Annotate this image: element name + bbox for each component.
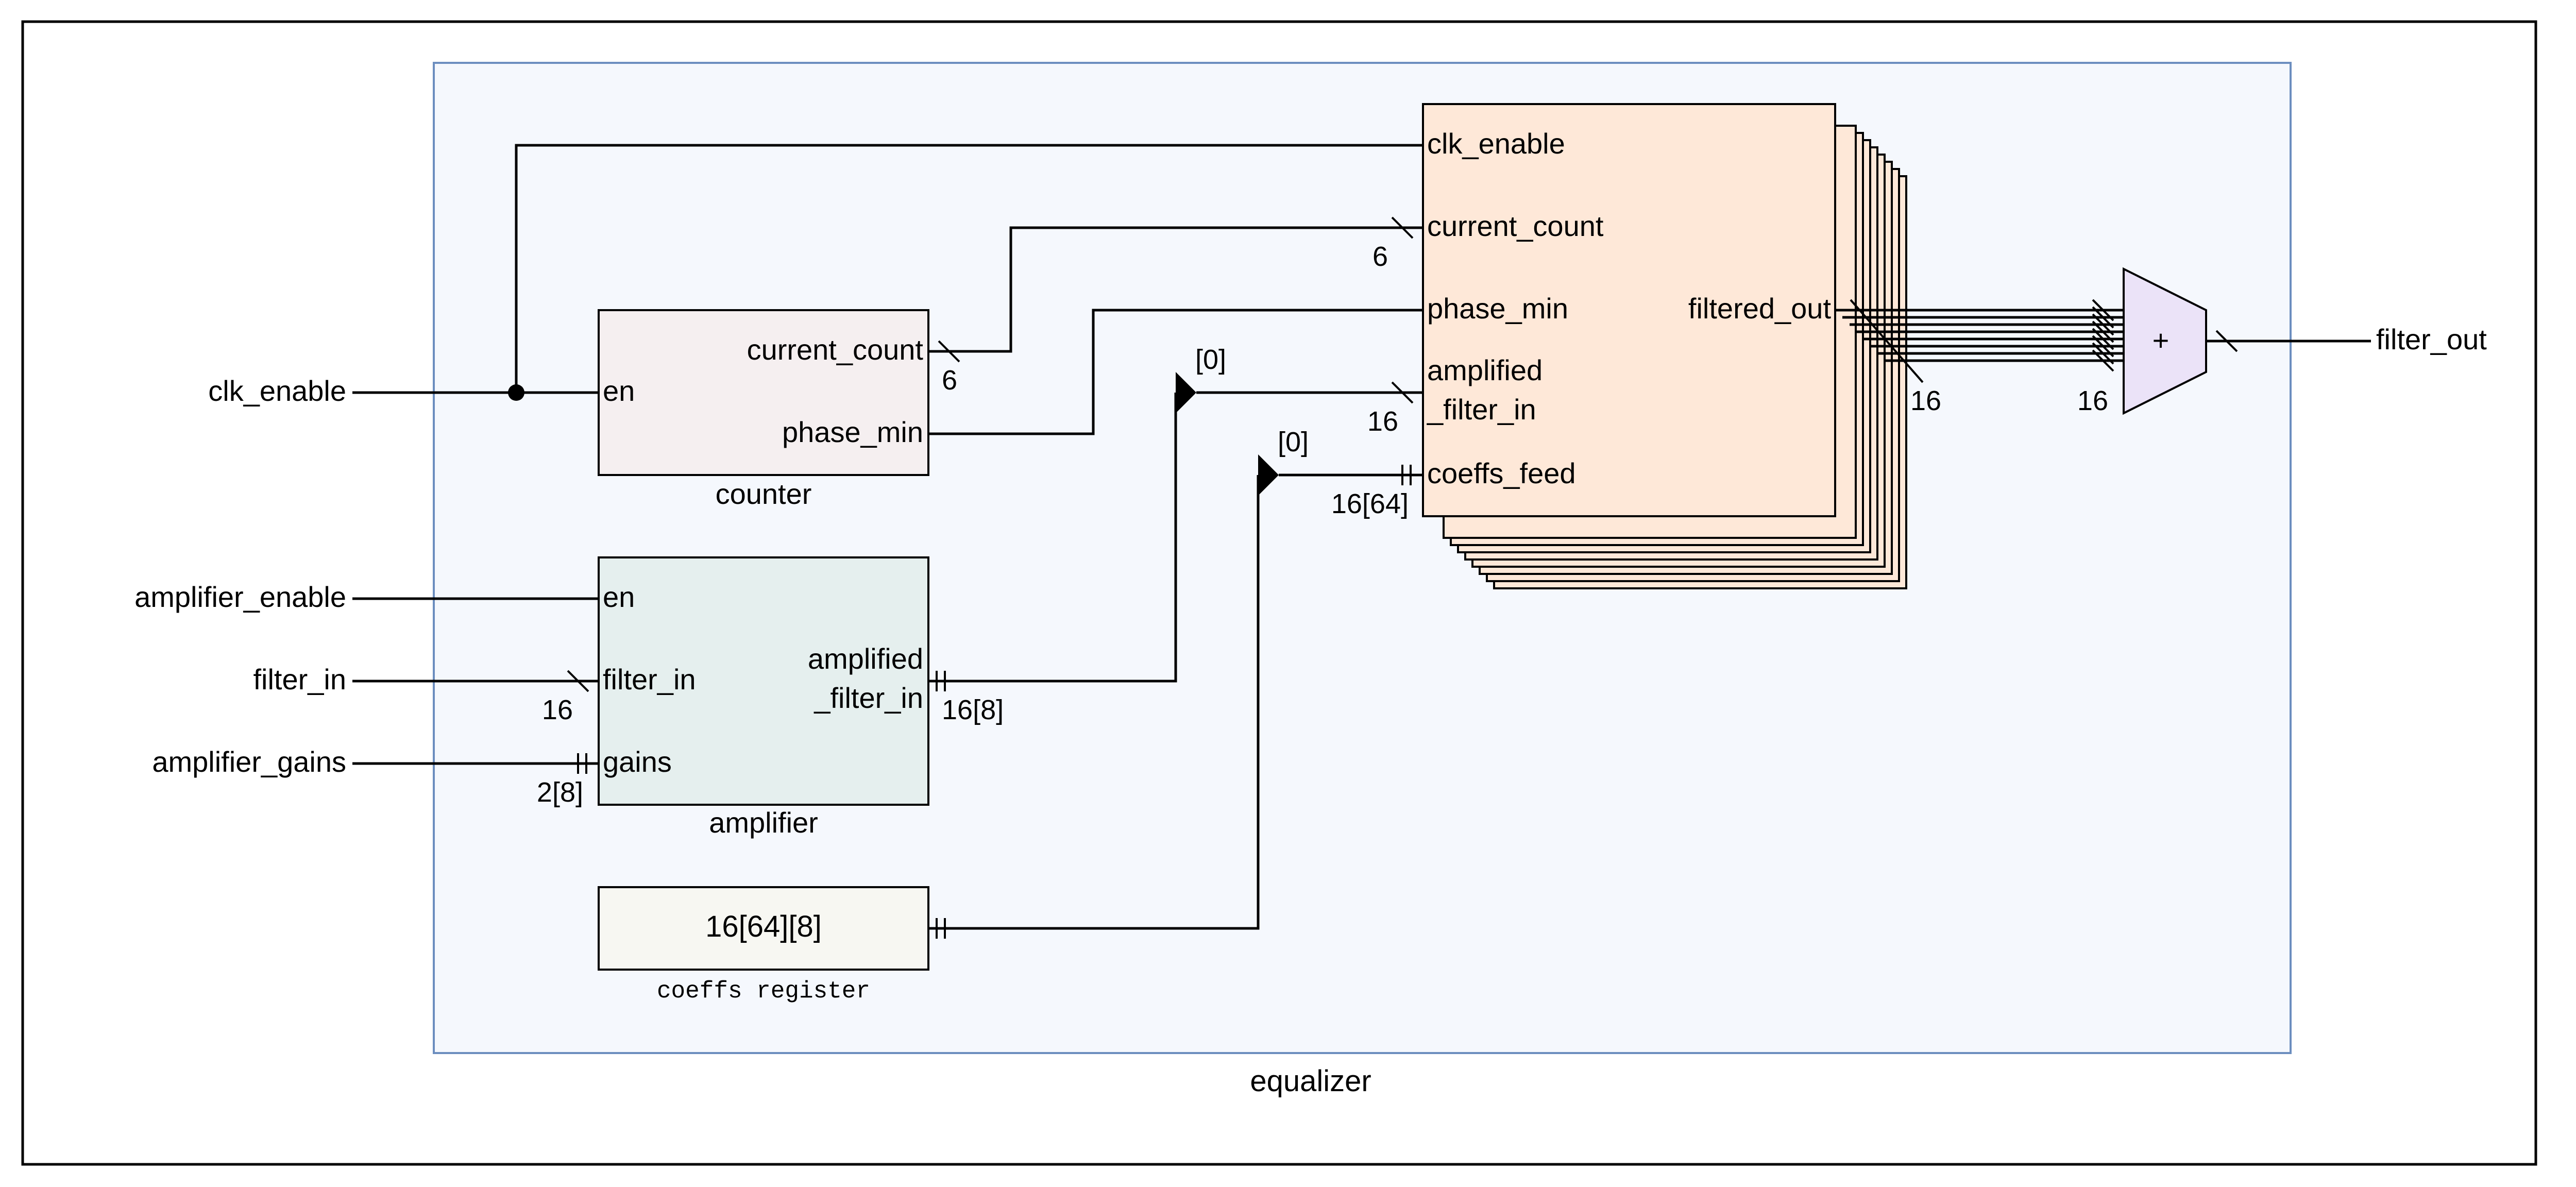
amplifier-port-out-line1: amplified <box>808 642 923 675</box>
filter-port-filtered-out: filtered_out <box>1688 292 1832 325</box>
adder-block <box>2123 267 2207 415</box>
bus-tick <box>1391 381 1414 404</box>
selector-coeffs <box>1258 454 1279 496</box>
width-gains: 2[8] <box>537 777 583 808</box>
coeffs-register-value: 16[64][8] <box>705 910 822 943</box>
filter-port-amplified-line1: amplified <box>1427 354 1543 386</box>
filter-port-coeffs-feed: coeffs_feed <box>1427 457 1576 489</box>
amplifier-label: amplifier <box>709 806 818 839</box>
bus-tick <box>1850 299 1924 383</box>
counter-block <box>598 309 929 476</box>
width-filtered-out: 16 <box>1910 385 1941 416</box>
bus-tick <box>2215 330 2238 352</box>
adder-input-ticks <box>2092 299 2114 372</box>
index-coeffs: [0] <box>1278 427 1309 457</box>
filter-port-current-count: current_count <box>1427 210 1604 242</box>
adder-symbol: + <box>2153 324 2170 357</box>
wire-current-count <box>928 226 1423 353</box>
width-filter-amp: 16 <box>1367 406 1398 437</box>
width-filter-count: 6 <box>1372 241 1388 272</box>
amplifier-port-filter-in: filter_in <box>603 663 696 696</box>
input-clk-enable-label: clk_enable <box>208 375 346 407</box>
filter-stack <box>1422 103 1907 589</box>
amplifier-block <box>598 556 929 806</box>
filter-port-phase-min: phase_min <box>1427 292 1568 325</box>
selector-amp <box>1176 372 1196 413</box>
wire-coeffs-out <box>928 475 1260 930</box>
coeffs-register-block <box>598 886 929 971</box>
bus-tick <box>567 670 589 692</box>
width-counter-count: 6 <box>942 365 957 396</box>
coeffs-register-label: coeffs register <box>657 978 870 1005</box>
wire-clk-enable-to-filter <box>515 144 1423 393</box>
width-adder-in: 16 <box>2077 385 2108 416</box>
wire-amplified-out <box>928 393 1177 683</box>
width-amp-out: 16[8] <box>942 694 1004 725</box>
counter-port-en: en <box>603 375 635 407</box>
bus-tick <box>1391 216 1414 239</box>
index-amp: [0] <box>1195 344 1226 375</box>
input-amplifier-gains-label: amplifier_gains <box>152 745 346 778</box>
wire-filtered-out-bundle <box>1835 309 2124 362</box>
width-filter-in: 16 <box>542 694 573 725</box>
counter-label: counter <box>716 478 812 510</box>
wire-phase-min <box>928 309 1423 435</box>
bus-tick <box>938 340 960 363</box>
amplifier-port-en: en <box>603 581 635 613</box>
counter-port-current-count: current_count <box>747 333 924 366</box>
filter-port-amplified-line2: _filter_in <box>1427 393 1536 426</box>
amplifier-port-gains: gains <box>603 745 672 778</box>
filter-port-clk-enable: clk_enable <box>1427 127 1565 160</box>
counter-port-phase-min: phase_min <box>782 416 923 448</box>
input-filter-in-label: filter_in <box>253 663 346 696</box>
amplifier-port-out-line2: _filter_in <box>814 682 923 714</box>
input-amplifier-enable-label: amplifier_enable <box>134 581 346 613</box>
output-filter-out-label: filter_out <box>2376 323 2487 355</box>
equalizer-label: equalizer <box>1250 1064 1371 1098</box>
width-filter-coeffs: 16[64] <box>1331 488 1409 519</box>
